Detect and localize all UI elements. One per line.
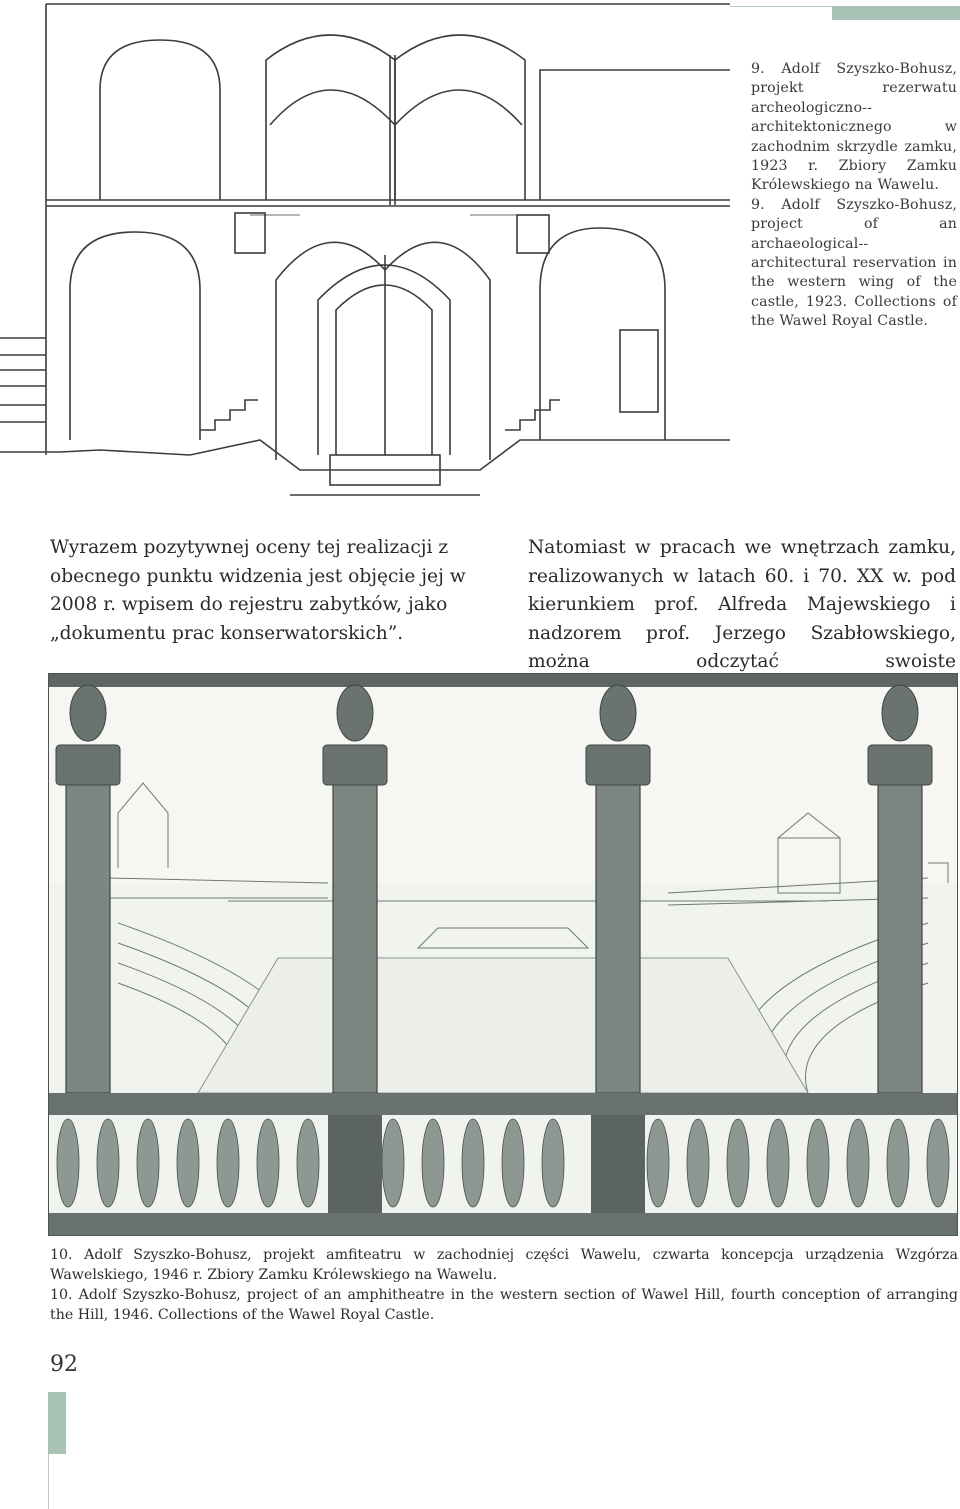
right-column-paragraph: Natomiast w pracach we wnętrzach zamku, … xyxy=(528,537,956,672)
figure-10-drawing xyxy=(48,673,958,1236)
bottom-accent-bar xyxy=(48,1392,66,1454)
page-number: 92 xyxy=(50,1352,78,1377)
figure-9-caption-polish: 9. Adolf Szyszko-Bohusz, projekt rezerwa… xyxy=(751,61,957,194)
body-text-right-column: Natomiast w pracach we wnętrzach zamku, … xyxy=(528,534,956,677)
body-text-left-column: Wyrazem pozytywnej oceny tej realizacji … xyxy=(50,534,482,648)
figure-9-caption: 9. Adolf Szyszko-Bohusz, projekt rezerwa… xyxy=(751,60,957,332)
figure-10-caption-polish: 10. Adolf Szyszko-Bohusz, projekt amfite… xyxy=(50,1247,958,1283)
left-column-paragraph: Wyrazem pozytywnej oceny tej realizacji … xyxy=(50,537,466,644)
figure-9-caption-english: 9. Adolf Szyszko-Bohusz, project of an a… xyxy=(751,196,957,330)
figure-9-drawing xyxy=(0,3,730,496)
top-decor-line xyxy=(730,6,832,7)
bottom-decor-line xyxy=(48,1454,49,1509)
figure-10-caption: 10. Adolf Szyszko-Bohusz, projekt amfite… xyxy=(50,1245,958,1325)
top-accent-bar xyxy=(832,6,960,20)
figure-10-caption-english: 10. Adolf Szyszko-Bohusz, project of an … xyxy=(50,1287,958,1323)
